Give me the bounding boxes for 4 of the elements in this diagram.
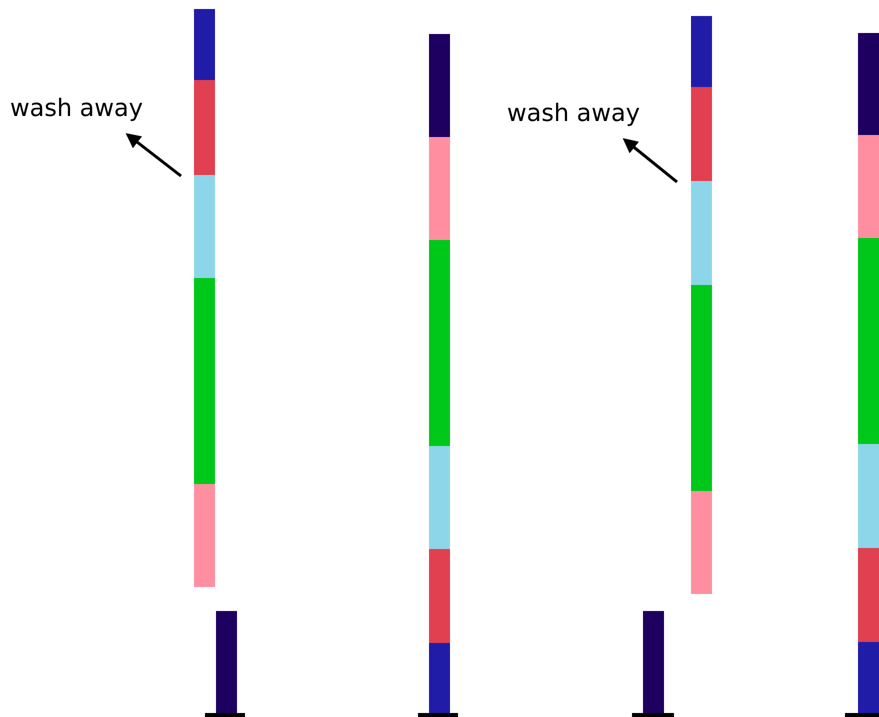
annotation-text: wash away xyxy=(507,101,640,125)
annotation-text: wash away xyxy=(10,96,143,120)
arrow xyxy=(622,138,678,184)
arrow xyxy=(126,133,182,178)
